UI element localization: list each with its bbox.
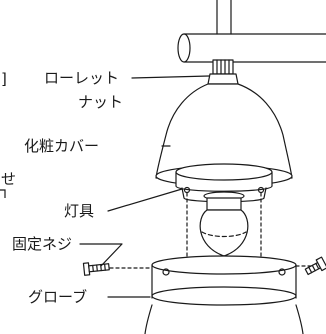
label-lamp: 灯具 <box>64 202 95 220</box>
leader-line-knurled-nut <box>131 75 210 79</box>
bulb <box>199 209 249 257</box>
fixing-screw-left <box>82 262 110 276</box>
cropped-text-left-upper: ] <box>1 70 7 88</box>
lamp-body <box>175 163 273 211</box>
cropped-text-left-lower: せ <box>1 170 17 188</box>
ceiling-pipe <box>177 0 326 63</box>
label-knurled-nut-line2: ナット <box>78 93 124 111</box>
globe <box>144 255 304 334</box>
knurled-nut <box>207 59 239 85</box>
assembly-guide-lines <box>109 192 313 269</box>
fixing-screw-right <box>304 256 326 276</box>
label-fixing-screw: 固定ネジ <box>12 235 73 253</box>
left-bracket-mark <box>0 189 6 198</box>
label-decorative-cover: 化粧カバー <box>24 137 100 155</box>
label-globe: グローブ <box>28 288 88 306</box>
label-knurled-nut-line1: ローレット <box>44 69 120 87</box>
leader-line-lamp <box>107 188 183 212</box>
leader-line-fixing-screw <box>79 243 123 267</box>
